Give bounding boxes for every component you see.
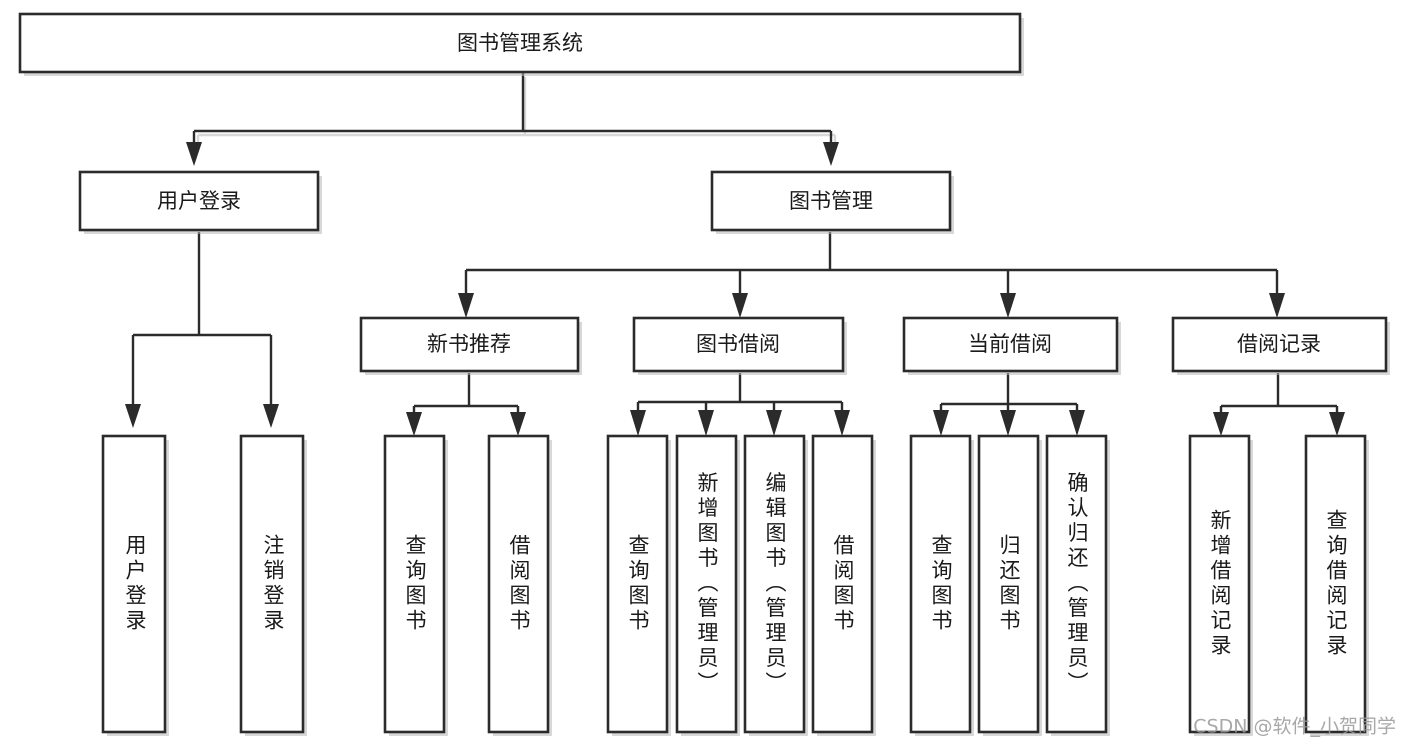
leaf-logout-login-box[interactable] xyxy=(239,434,305,734)
arrow-to-leaf-add-book xyxy=(698,410,714,436)
node-borrow-record-label: 借阅记录 xyxy=(1237,332,1321,356)
leaf-query-book-1-box[interactable] xyxy=(383,434,446,734)
csdn-watermark: CSDN @软件_小贺同学 xyxy=(1193,716,1396,738)
leaf-edit-book-box[interactable] xyxy=(743,434,806,734)
leaf-borrow-book-1-box[interactable] xyxy=(487,434,550,734)
current-borrow-branch-connector xyxy=(939,373,1079,412)
arrow-to-leaf-edit-book xyxy=(766,410,782,436)
node-current-borrow[interactable]: 当前借阅 xyxy=(902,316,1121,375)
arrow-to-leaf-borrow-book-2 xyxy=(834,410,850,436)
borrow-record-branch-connector xyxy=(1219,373,1339,414)
leaf-query-book-3[interactable]: 查询图书 xyxy=(909,434,974,736)
leaf-query-record[interactable]: 查询借阅记录 xyxy=(1304,434,1369,736)
user-login-branch-connector xyxy=(131,232,273,404)
leaf-query-book-3-label: 查询图书 xyxy=(929,534,953,634)
leaf-query-record-box[interactable] xyxy=(1304,434,1367,734)
leaf-return-book-label: 归还图书 xyxy=(997,534,1021,634)
node-book-borrow-box[interactable] xyxy=(632,316,845,373)
node-book-borrow-label: 图书借阅 xyxy=(696,332,780,356)
arrow-to-leaf-query-book-3 xyxy=(933,410,949,436)
leaf-confirm-return-box[interactable] xyxy=(1045,434,1108,734)
leaf-query-book-1[interactable]: 查询图书 xyxy=(383,434,448,736)
leaf-query-book-1-label: 查询图书 xyxy=(403,534,427,634)
leaf-confirm-return[interactable]: 确认归还（管理员） xyxy=(1045,434,1110,736)
node-book-manage-box[interactable] xyxy=(710,170,952,232)
root-branch-shadow xyxy=(196,77,837,150)
root-branch-connector xyxy=(192,73,833,146)
leaf-edit-book[interactable]: 编辑图书（管理员） xyxy=(743,434,808,736)
node-new-book-recommend-label: 新书推荐 xyxy=(427,332,511,356)
node-borrow-record[interactable]: 借阅记录 xyxy=(1171,316,1390,375)
leaf-borrow-book-2[interactable]: 借阅图书 xyxy=(811,434,876,736)
arrow-to-leaf-add-record xyxy=(1213,412,1229,436)
arrow-to-leaf-borrow-book-1 xyxy=(510,412,526,436)
arrow-to-leaf-query-book-1 xyxy=(406,412,422,436)
new-book-recommend-branch-connector xyxy=(412,373,520,414)
leaf-query-book-2-label: 查询图书 xyxy=(626,534,650,634)
connector-layer xyxy=(125,73,1345,436)
arrow-to-leaf-return-book xyxy=(1000,410,1016,436)
node-borrow-record-box[interactable] xyxy=(1171,316,1388,373)
leaf-add-book-label: 新增图书（管理员） xyxy=(695,472,719,697)
leaf-logout-login-label: 注销登录 xyxy=(261,534,285,634)
arrow-to-book-manage xyxy=(823,142,839,166)
node-current-borrow-box[interactable] xyxy=(902,316,1119,373)
arrow-to-user-login xyxy=(186,142,202,166)
leaf-add-book[interactable]: 新增图书（管理员） xyxy=(675,434,740,736)
arrow-to-leaf-user-login xyxy=(125,404,141,428)
leaf-query-book-3-box[interactable] xyxy=(909,434,972,734)
node-book-manage-label: 图书管理 xyxy=(789,189,873,213)
leaf-borrow-book-1-label: 借阅图书 xyxy=(507,534,531,634)
leaf-borrow-book-2-label: 借阅图书 xyxy=(831,534,855,634)
node-user-login-label: 用户登录 xyxy=(157,189,241,213)
leaf-user-login[interactable]: 用户登录 xyxy=(101,434,169,736)
arrow-to-leaf-query-record xyxy=(1329,412,1345,436)
leaf-add-book-box[interactable] xyxy=(675,434,738,734)
book-manage-branch-connector xyxy=(464,232,1279,296)
arrow-to-current-borrow xyxy=(1000,293,1016,318)
arrow-to-new-book-recommend xyxy=(458,293,474,318)
leaf-borrow-book-1[interactable]: 借阅图书 xyxy=(487,434,552,736)
leaf-borrow-book-2-box[interactable] xyxy=(811,434,874,734)
leaf-return-book-box[interactable] xyxy=(977,434,1040,734)
leaf-return-book[interactable]: 归还图书 xyxy=(977,434,1042,736)
arrow-to-leaf-logout-login xyxy=(263,404,279,428)
leaf-user-login-label: 用户登录 xyxy=(123,534,147,634)
leaf-query-book-2[interactable]: 查询图书 xyxy=(606,434,671,736)
leaf-add-record[interactable]: 新增借阅记录 xyxy=(1188,434,1253,736)
arrow-to-borrow-record xyxy=(1269,293,1285,318)
arrow-to-leaf-confirm-return xyxy=(1069,410,1085,436)
arrow-to-leaf-query-book-2 xyxy=(630,410,646,436)
node-root[interactable]: 图书管理系统 xyxy=(18,12,1024,76)
node-book-borrow[interactable]: 图书借阅 xyxy=(632,316,847,375)
leaf-query-book-2-box[interactable] xyxy=(606,434,669,734)
node-current-borrow-label: 当前借阅 xyxy=(968,332,1052,356)
node-root-label: 图书管理系统 xyxy=(457,31,583,55)
leaf-query-record-label: 查询借阅记录 xyxy=(1324,509,1348,659)
node-new-book-recommend-box[interactable] xyxy=(359,316,580,373)
leaf-logout-login[interactable]: 注销登录 xyxy=(239,434,307,736)
node-user-login-box[interactable] xyxy=(78,170,320,232)
book-borrow-branch-connector xyxy=(636,373,844,412)
leaf-add-record-box[interactable] xyxy=(1188,434,1251,734)
leaf-confirm-return-label: 确认归还（管理员） xyxy=(1065,472,1089,697)
leaf-add-record-label: 新增借阅记录 xyxy=(1208,509,1232,659)
arrow-to-book-borrow xyxy=(732,293,748,318)
node-book-manage[interactable]: 图书管理 xyxy=(710,170,954,234)
node-root-box[interactable] xyxy=(18,12,1022,74)
leaf-user-login-box[interactable] xyxy=(101,434,167,734)
node-new-book-recommend[interactable]: 新书推荐 xyxy=(359,316,582,375)
leaf-edit-book-label: 编辑图书（管理员） xyxy=(763,472,787,697)
node-user-login[interactable]: 用户登录 xyxy=(78,170,322,234)
